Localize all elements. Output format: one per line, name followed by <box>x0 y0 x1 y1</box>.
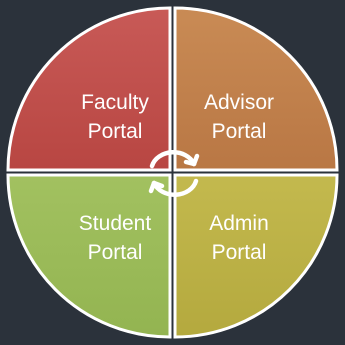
advisor-label-line2: Portal <box>212 120 267 143</box>
quadrant-advisor <box>173 6 339 172</box>
quadrant-student <box>6 173 172 339</box>
student-label-line2: Portal <box>88 241 143 264</box>
advisor-label-line1: Advisor <box>204 91 274 114</box>
student-label-line1: Student <box>79 212 152 235</box>
admin-label-line2: Portal <box>212 241 267 264</box>
admin-label-line1: Admin <box>209 212 269 235</box>
quadrant-faculty <box>6 6 172 172</box>
circular-arrows-icon <box>148 150 200 197</box>
quadrant-admin <box>173 173 339 339</box>
faculty-label-line2: Portal <box>88 120 143 143</box>
faculty-label-line1: Faculty <box>81 91 149 114</box>
